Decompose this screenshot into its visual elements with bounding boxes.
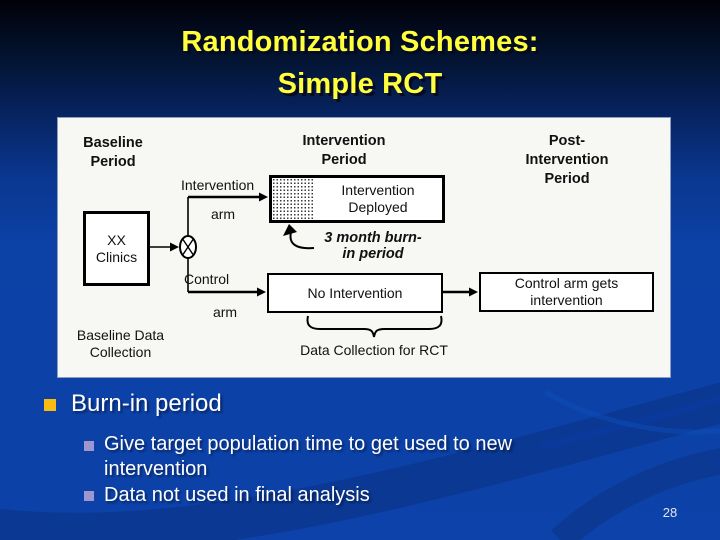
bullet-marker-sub [84,491,94,501]
intervention-deployed-box: Intervention Deployed [269,175,445,223]
header-post-intervention-period: Post- Intervention Period [525,133,609,187]
no-intervention-box: No Intervention [267,273,443,313]
bullet-marker-sub [84,441,94,451]
control-arm-label: Control [184,271,230,287]
baseline-data-collection-label: Baseline Data Collection [76,327,165,360]
burn-in-annotation: 3 month burn- in period [324,230,422,262]
intervention-deployed-label: Intervention Deployed [341,182,415,215]
page-number: 28 [662,505,678,520]
swirl-arc [543,389,720,435]
title-line2: Simple RCT [277,68,443,100]
data-collection-brace [306,315,443,338]
randomization-x [182,239,194,255]
swirl-arc [539,394,720,451]
header-intervention-period: Intervention Period [302,133,386,168]
bullet-main: Burn-in period [71,390,222,417]
burn-in-stipple-zone [272,178,314,220]
swirl-arc [551,448,720,540]
burn-in-arrow [289,231,315,250]
control-arm-label2: arm [212,304,238,320]
arrowhead [283,224,297,236]
intervention-arm-label2: arm [210,206,236,222]
diagram-connectors [150,192,478,338]
bullet-sub-1: Give target population time to get used … [104,433,513,480]
arrowhead [170,242,179,252]
clinics-box: XX Clinics [83,211,150,286]
slide-title: Randomization Schemes: Simple RCT [0,21,720,105]
arrowhead [257,287,266,297]
arrowhead [469,287,478,297]
control-gets-intervention-box: Control arm gets intervention [479,272,654,312]
bullet-sub-2: Data not used in final analysis [104,484,370,506]
arrowhead [259,192,268,202]
rct-data-collection-label: Data Collection for RCT [300,342,448,358]
intervention-arm-label: Intervention [181,177,255,193]
diagram-panel: Baseline Period Intervention Period Post… [57,117,671,378]
title-line1: Randomization Schemes: [181,26,539,58]
bullet-marker-main [44,399,56,411]
header-baseline-period: Baseline Period [83,135,143,170]
